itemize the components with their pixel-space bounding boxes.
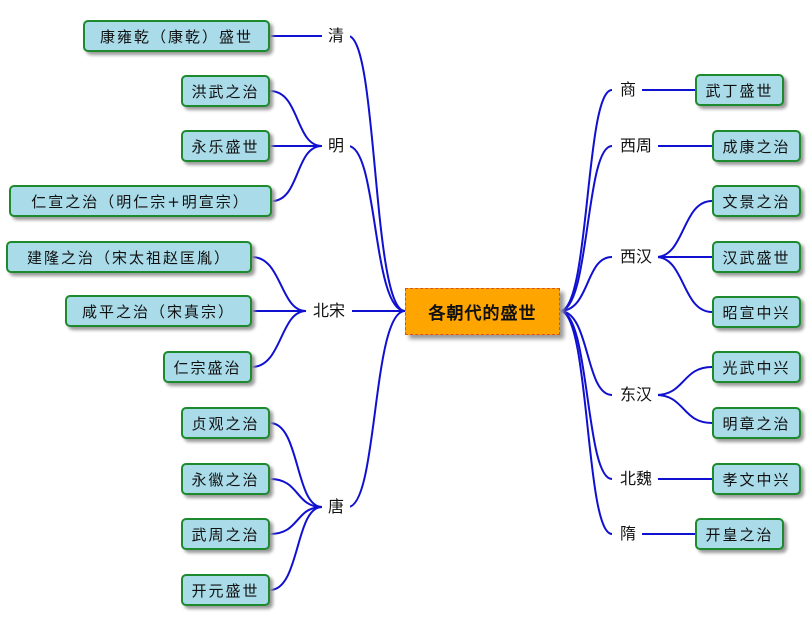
node-beiwei-xiaowen[interactable]: 孝文中兴: [712, 463, 801, 495]
dynasty-shang[interactable]: 商: [614, 78, 642, 102]
node-tang-wuzhou[interactable]: 武周之治: [181, 518, 270, 550]
node-ming-renxuan[interactable]: 仁宣之治（明仁宗+明宣宗）: [9, 185, 272, 217]
link-center-beiwei: [559, 310, 613, 480]
node-beisong-renzong[interactable]: 仁宗盛治: [163, 351, 252, 383]
node-qing-kangqian[interactable]: 康雍乾（康乾）盛世: [83, 20, 270, 52]
link-beisong-0: [251, 256, 307, 312]
dynasty-sui[interactable]: 隋: [614, 522, 642, 546]
node-beisong-xianping[interactable]: 咸平之治（宋真宗）: [65, 295, 252, 327]
link-center-xihan: [559, 256, 613, 312]
link-center-xizhou: [559, 145, 613, 312]
node-ming-hongwu[interactable]: 洪武之治: [181, 75, 270, 107]
node-donghan-guangwu[interactable]: 光武中兴: [712, 351, 801, 383]
link-center-donghan: [559, 310, 613, 396]
dynasty-beiwei[interactable]: 北魏: [614, 467, 658, 491]
link-beisong-2: [251, 310, 307, 368]
link-xihan-2: [655, 256, 713, 313]
node-ming-yongle[interactable]: 永乐盛世: [181, 130, 270, 162]
dynasty-qing[interactable]: 清: [322, 24, 350, 48]
link-ming-0: [269, 90, 323, 147]
link-center-shang: [559, 89, 613, 312]
dynasty-xizhou[interactable]: 西周: [614, 134, 658, 158]
link-ming-2: [271, 145, 323, 202]
node-xihan-wenjing[interactable]: 文景之治: [712, 185, 801, 217]
dynasty-beisong[interactable]: 北宋: [306, 299, 352, 323]
dynasty-xihan[interactable]: 西汉: [614, 245, 658, 269]
node-beisong-jianlong[interactable]: 建隆之治（宋太祖赵匡胤）: [6, 241, 252, 273]
node-donghan-mingzhang[interactable]: 明章之治: [712, 407, 801, 439]
node-tang-zhenguan[interactable]: 贞观之治: [181, 407, 270, 439]
link-donghan-0: [655, 366, 713, 396]
link-center-ming: [347, 145, 406, 312]
link-tang-2: [269, 506, 323, 535]
node-xihan-hanwu[interactable]: 汉武盛世: [712, 241, 801, 273]
node-xizhou-chengkang[interactable]: 成康之治: [712, 130, 801, 162]
link-tang-3: [269, 506, 323, 591]
center-topic[interactable]: 各朝代的盛世: [405, 288, 560, 335]
dynasty-donghan[interactable]: 东汉: [614, 383, 658, 407]
dynasty-ming[interactable]: 明: [322, 134, 350, 158]
link-center-sui: [559, 310, 613, 535]
link-xihan-0: [655, 200, 713, 258]
node-xihan-zhaoxuan[interactable]: 昭宣中兴: [712, 296, 801, 328]
node-shang-wuding[interactable]: 武丁盛世: [695, 74, 784, 106]
node-tang-kaiyuan[interactable]: 开元盛世: [181, 574, 270, 606]
link-center-qing: [347, 35, 406, 312]
link-tang-1: [269, 478, 323, 508]
link-tang-0: [269, 422, 323, 508]
link-center-tang: [347, 310, 406, 508]
link-donghan-1: [655, 394, 713, 424]
dynasty-tang[interactable]: 唐: [322, 495, 350, 519]
node-tang-yonghui[interactable]: 永徽之治: [181, 463, 270, 495]
node-sui-kaihuang[interactable]: 开皇之治: [695, 518, 784, 550]
